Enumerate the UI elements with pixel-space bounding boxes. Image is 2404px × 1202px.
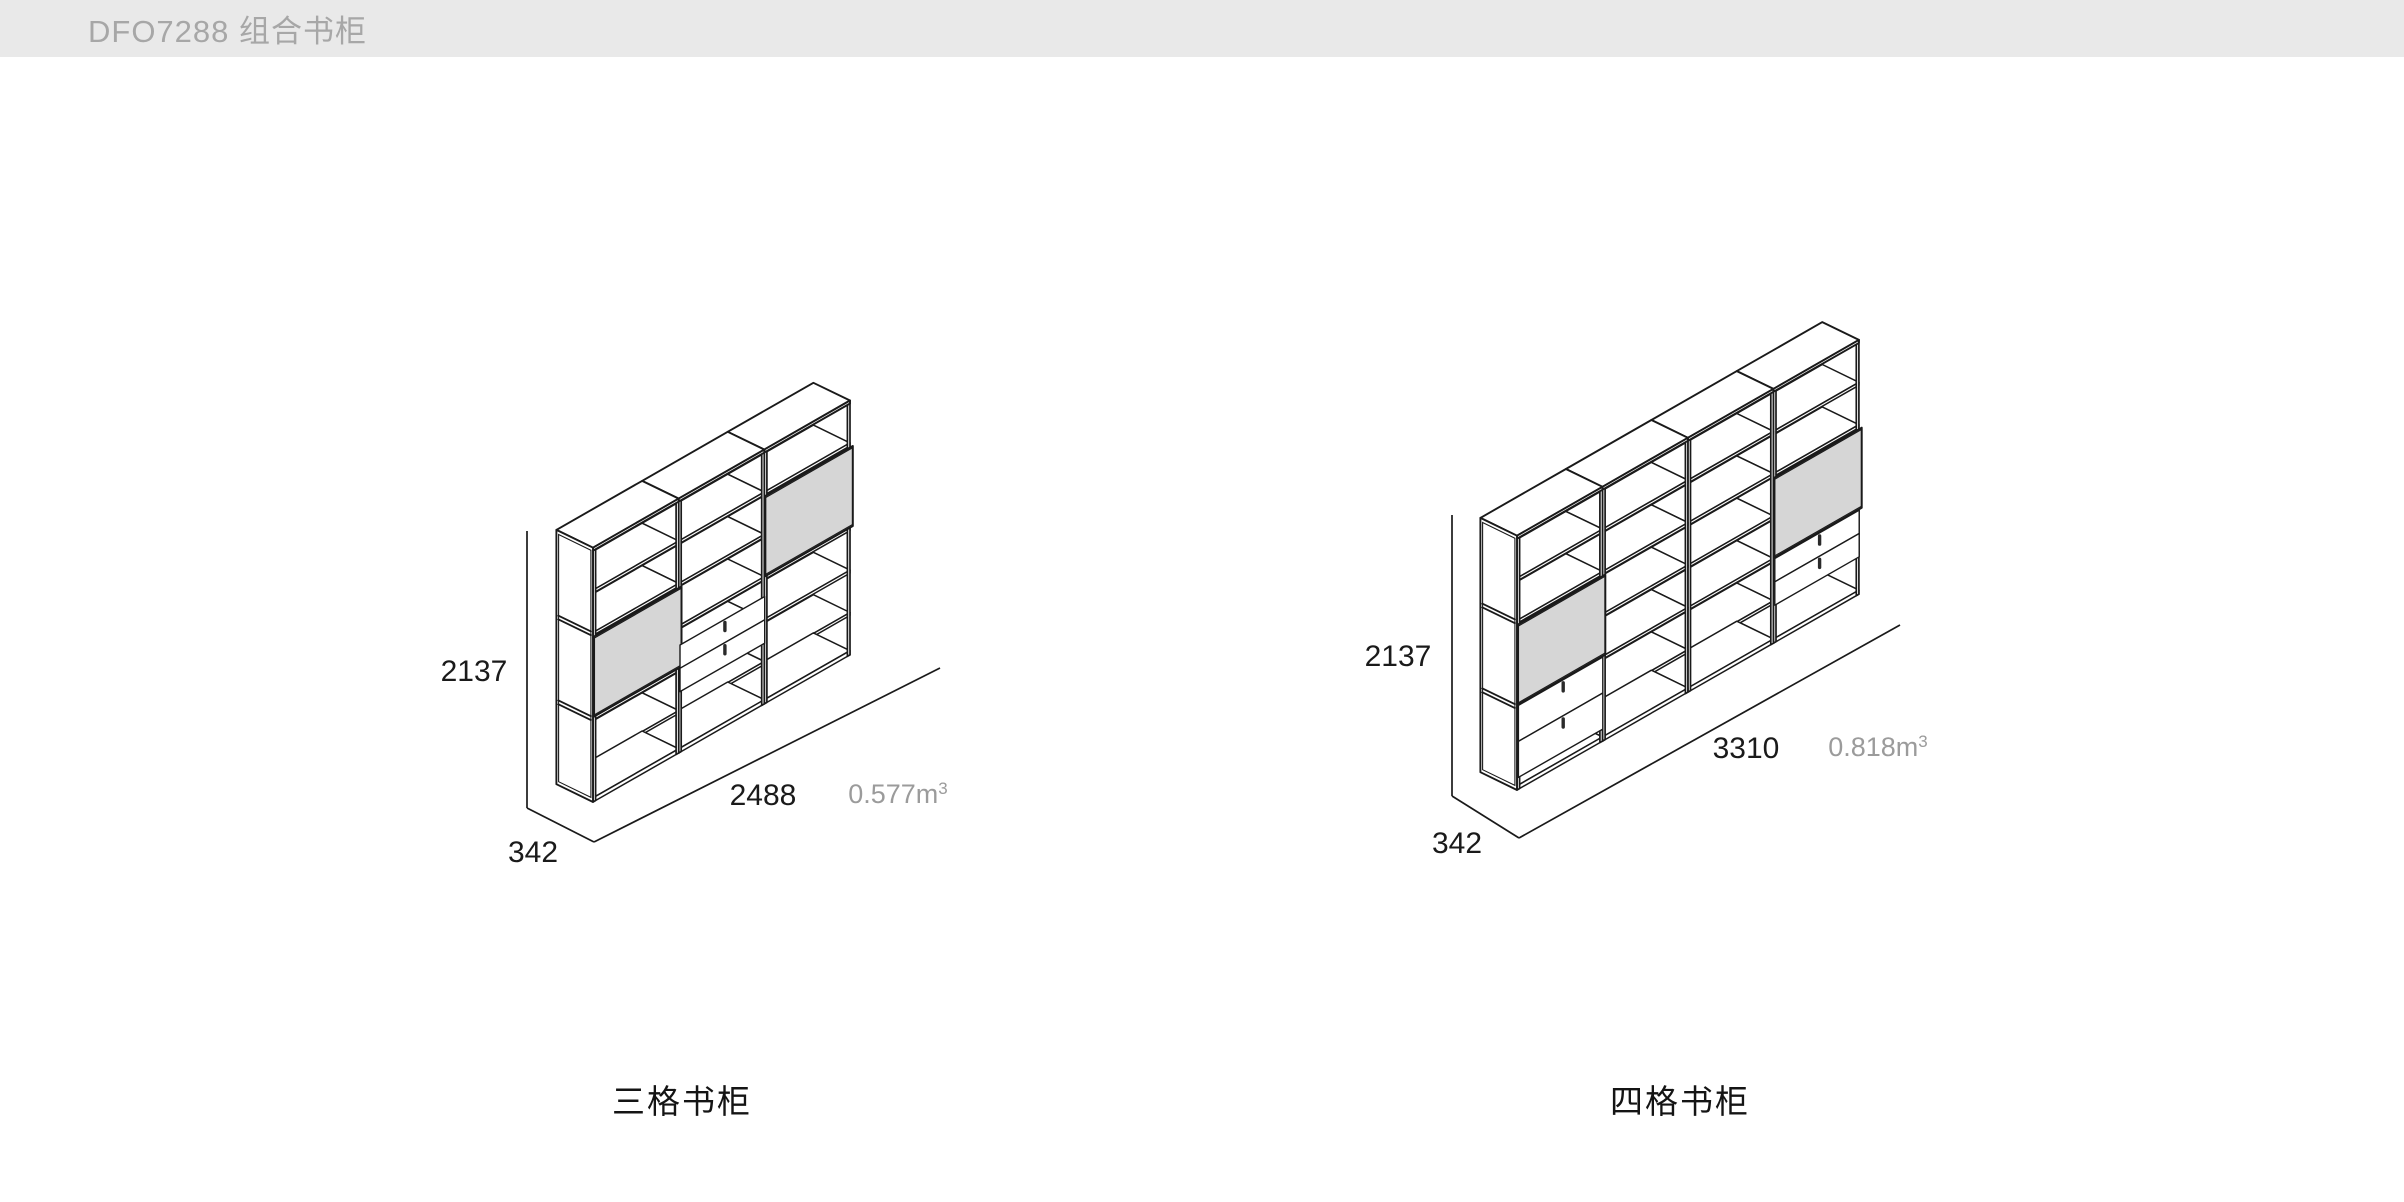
height-dimension-label: 2137 (1365, 640, 1432, 673)
caption-three-bay: 三格书柜 (612, 1083, 752, 1120)
depth-dimension-label: 342 (508, 836, 558, 869)
three-bay-bookcase-drawing: 2137 2488 342 0.577m3 (441, 381, 948, 869)
height-dimension-label: 2137 (441, 655, 508, 688)
four-bay-bookcase-dimension-lines (1451, 515, 1901, 839)
four-bay-bookcase-drawing: 2137 3310 342 0.818m3 (1365, 321, 1928, 860)
depth-dimension-label: 342 (1432, 827, 1482, 860)
title-bar: DFO7288 组合书柜 (0, 0, 2404, 57)
caption-four-bay: 四格书柜 (1610, 1083, 1750, 1120)
width-dimension-label: 3310 (1713, 732, 1780, 765)
width-dimension-label: 2488 (730, 779, 797, 812)
page-title: DFO7288 组合书柜 (88, 14, 368, 49)
volume-label: 0.818m3 (1828, 732, 1928, 762)
three-bay-bookcase-dimension-lines (526, 531, 941, 843)
volume-label: 0.577m3 (848, 779, 948, 809)
